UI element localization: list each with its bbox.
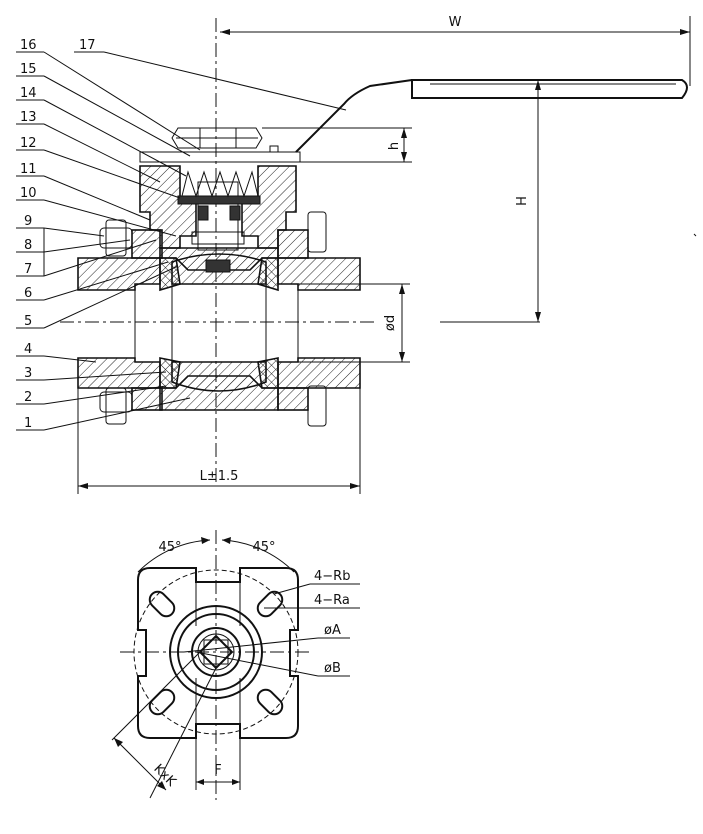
callout-11: 11 <box>20 162 37 177</box>
dim-B: øB <box>324 661 341 676</box>
callout-3: 3 <box>24 366 32 381</box>
callout-10: 10 <box>20 186 37 201</box>
callout-12: 12 <box>20 136 37 151</box>
callout-8: 8 <box>24 238 32 253</box>
callout-5: 5 <box>24 314 32 329</box>
bottom-flange-view: 45° 45° 4−Rb 4−Ra øA øB KxK F <box>111 530 360 800</box>
dim-d: ød <box>383 315 398 331</box>
callout-13: 13 <box>20 110 37 125</box>
dim-angle-left: 45° <box>158 540 181 555</box>
dim-L: L±1.5 <box>200 469 239 484</box>
callout-14: 14 <box>20 86 37 101</box>
dim-A: øA <box>324 623 341 638</box>
callout-2: 2 <box>24 390 32 405</box>
dim-KxK: KxK <box>150 761 178 789</box>
callout-1: 1 <box>24 416 32 431</box>
dim-H: H <box>515 196 530 206</box>
callout-leaders <box>16 51 347 431</box>
callout-15: 15 <box>20 62 37 77</box>
dim-W: W <box>449 15 462 30</box>
callout-17: 17 <box>79 38 96 53</box>
callout-labels: 17 16 15 14 13 12 11 10 9 8 7 6 5 4 3 2 … <box>20 38 96 431</box>
dim-Ra: 4−Ra <box>314 593 350 608</box>
dim-F: F <box>214 763 221 778</box>
callout-7: 7 <box>24 262 32 277</box>
front-section-view: W h H ød L±1.5 <box>60 15 691 494</box>
callout-16: 16 <box>20 38 37 53</box>
dim-Rb: 4−Rb <box>314 569 350 584</box>
dim-h: h <box>387 142 402 150</box>
callout-6: 6 <box>24 286 32 301</box>
callout-4: 4 <box>24 342 32 357</box>
dim-angle-right: 45° <box>252 540 275 555</box>
callout-9: 9 <box>24 214 32 229</box>
